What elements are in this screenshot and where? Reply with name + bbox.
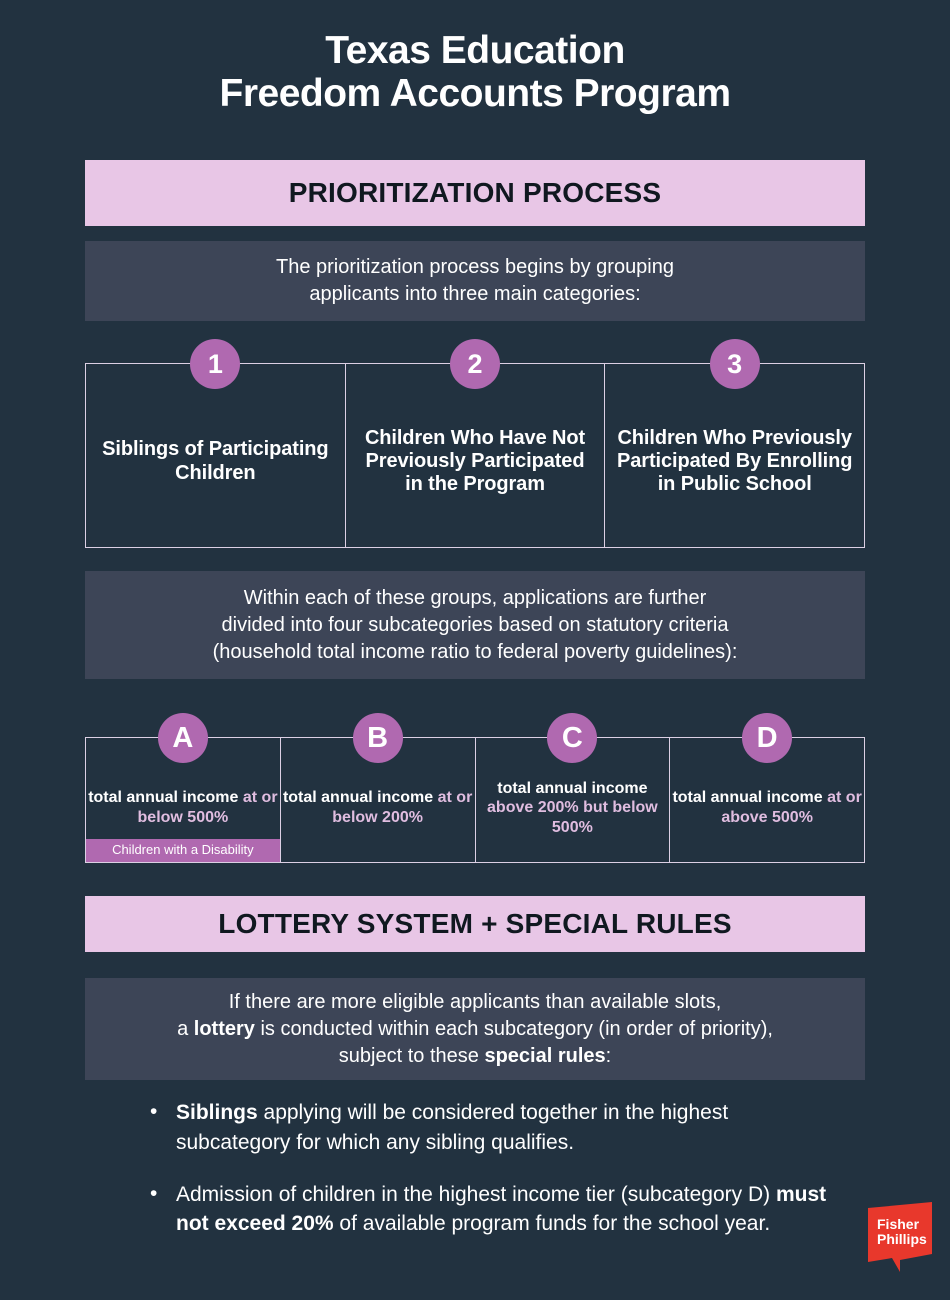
special-rule-item-2: Admission of children in the highest inc… bbox=[148, 1179, 838, 1240]
subcategory-text-b: total annual income at or below 200% bbox=[281, 788, 475, 827]
subcategory-text-b-plain: total annual income bbox=[282, 789, 438, 807]
subcategory-intro-line-2: divided into four subcategories based on… bbox=[221, 613, 729, 636]
special-rule-1-text: applying will be considered together in … bbox=[176, 1101, 729, 1154]
category-label-2: Children Who Have Not Previously Partici… bbox=[364, 426, 586, 496]
subcategory-badge-b: B bbox=[352, 713, 403, 763]
lottery-intro-line-3-b: : bbox=[605, 1044, 612, 1067]
lottery-intro-line-2-a: a bbox=[177, 1017, 194, 1040]
lottery-intro-panel: If there are more eligible applicants th… bbox=[85, 978, 865, 1080]
lottery-intro-line-3: subject to these special rules: bbox=[339, 1043, 611, 1070]
category-row: 1 Siblings of Participating Children 2 C… bbox=[85, 339, 865, 548]
special-rules-list: Siblings applying will be considered tog… bbox=[148, 1097, 838, 1261]
category-badge-1: 1 bbox=[190, 339, 241, 389]
lottery-intro-line-2-b: is conducted within each subcategory (in… bbox=[254, 1017, 773, 1040]
fisher-phillips-logo-icon: Fisher Phillips bbox=[868, 1202, 932, 1272]
subcategory-text-a-plain: total annual income bbox=[88, 789, 243, 807]
subcategory-cell-b: B total annual income at or below 200% bbox=[281, 713, 476, 862]
subcategory-row: A total annual income at or below 500% C… bbox=[85, 713, 865, 863]
lottery-intro-line-2-bold: lottery bbox=[193, 1017, 255, 1040]
prioritization-intro-line-1: The prioritization process begins by gro… bbox=[276, 256, 674, 278]
category-cell-2: 2 Children Who Have Not Previously Parti… bbox=[346, 339, 606, 547]
prioritization-section-banner: PRIORITIZATION PROCESS bbox=[85, 160, 865, 226]
subcategory-text-c-plain: total annual income bbox=[497, 779, 648, 797]
special-rule-2-text-a: Admission of children in the highest inc… bbox=[176, 1182, 776, 1206]
subcategory-cell-d: D total annual income at or above 500% bbox=[670, 713, 864, 862]
page-title: Texas Education Freedom Accounts Program bbox=[0, 0, 950, 116]
lottery-intro-line-3-bold: special rules bbox=[484, 1044, 606, 1067]
lottery-intro-line-2: a lottery is conducted within each subca… bbox=[177, 1016, 773, 1043]
subcategory-text-c-accent: above 200% but below 500% bbox=[487, 799, 658, 836]
subcategory-text-a: total annual income at or below 500% bbox=[86, 788, 280, 827]
prioritization-intro-panel: The prioritization process begins by gro… bbox=[85, 241, 865, 321]
subcategory-intro-line-1: Within each of these groups, application… bbox=[243, 586, 707, 609]
category-badge-3: 3 bbox=[709, 339, 760, 389]
category-cell-1: 1 Siblings of Participating Children bbox=[86, 339, 346, 547]
logo-line-1: Fisher bbox=[877, 1216, 920, 1232]
subcategory-badge-c: C bbox=[547, 713, 598, 763]
subcategory-text-d: total annual income at or above 500% bbox=[670, 788, 864, 827]
special-rule-1-bold-lead: Siblings bbox=[176, 1101, 258, 1124]
lottery-section-banner: LOTTERY SYSTEM + SPECIAL RULES bbox=[85, 896, 865, 952]
category-badge-2: 2 bbox=[450, 339, 500, 389]
page-title-line-2: Freedom Accounts Program bbox=[219, 71, 732, 115]
subcategory-intro-panel: Within each of these groups, application… bbox=[85, 571, 865, 679]
subcategory-badge-a: A bbox=[157, 713, 208, 763]
subcategory-text-d-accent: at or above 500% bbox=[721, 789, 862, 826]
page-title-line-1: Texas Education bbox=[325, 29, 625, 72]
subcategory-cell-a: A total annual income at or below 500% C… bbox=[86, 713, 281, 862]
lottery-intro-line-3-a: subject to these bbox=[338, 1044, 485, 1067]
logo-line-2: Phillips bbox=[877, 1231, 927, 1247]
subcategory-disability-band: Children with a Disability bbox=[86, 838, 280, 862]
category-label-3: Children Who Previously Participated By … bbox=[617, 426, 853, 496]
category-label-1: Siblings of Participating Children bbox=[102, 438, 329, 484]
special-rule-item-1: Siblings applying will be considered tog… bbox=[148, 1097, 838, 1158]
prioritization-intro-line-2: applicants into three main categories: bbox=[309, 283, 641, 305]
subcategory-intro-line-3: (household total income ratio to federal… bbox=[212, 640, 738, 663]
subcategory-text-b-accent: at or below 200% bbox=[332, 789, 473, 826]
subcategory-cell-c: C total annual income above 200% but bel… bbox=[476, 713, 671, 862]
subcategory-text-d-plain: total annual income bbox=[672, 789, 828, 807]
subcategory-text-c: total annual income above 200% but below… bbox=[476, 779, 670, 838]
subcategory-badge-d: D bbox=[742, 713, 793, 763]
special-rule-2-text-b: of available program funds for the schoo… bbox=[333, 1212, 771, 1236]
lottery-intro-line-1: If there are more eligible applicants th… bbox=[228, 990, 722, 1013]
subcategory-text-a-accent: at or below 500% bbox=[137, 789, 278, 826]
fisher-phillips-logo: Fisher Phillips bbox=[864, 1200, 936, 1276]
category-cell-3: 3 Children Who Previously Participated B… bbox=[605, 339, 864, 547]
special-rule-2-bold-mid: must not exceed 20% bbox=[176, 1182, 827, 1236]
